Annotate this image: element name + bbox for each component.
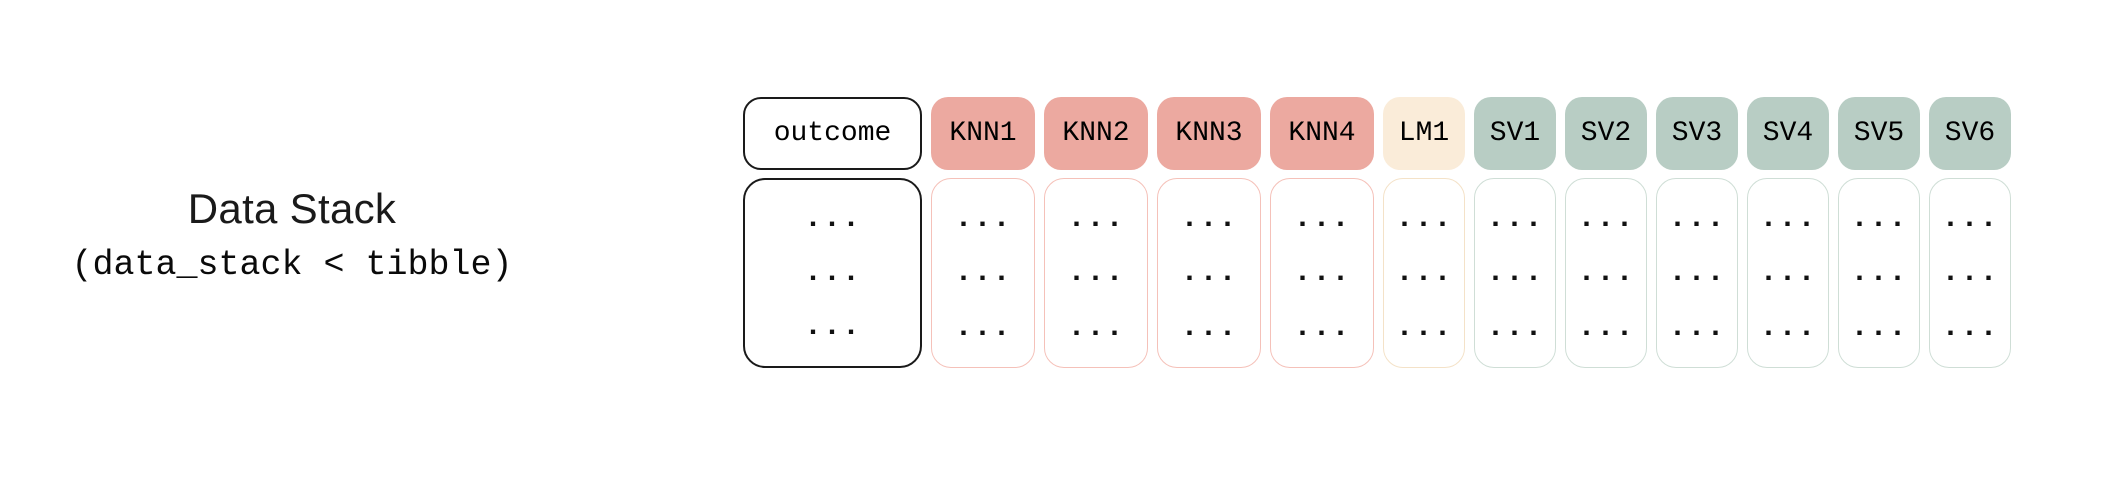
column-knn1: KNN1 ......... xyxy=(931,97,1035,368)
ellipsis-row: ... xyxy=(1759,256,1817,290)
ellipsis-row: ... xyxy=(803,202,861,236)
column-header-knn2: KNN2 xyxy=(1044,97,1148,170)
ellipsis-row: ... xyxy=(1850,201,1908,236)
column-header-knn1: KNN1 xyxy=(931,97,1035,170)
column-body-knn3: ......... xyxy=(1157,178,1261,368)
column-lm1: LM1 ......... xyxy=(1383,97,1465,368)
column-body-lm1: ......... xyxy=(1383,178,1465,368)
column-knn3: KNN3 ......... xyxy=(1157,97,1261,368)
column-body-knn1: ......... xyxy=(931,178,1035,368)
column-body-sv4: ......... xyxy=(1747,178,1829,368)
column-body-knn4: ......... xyxy=(1270,178,1374,368)
ellipsis-row: ... xyxy=(1486,256,1544,290)
data-stack-label: Data Stack (data_stack < tibble) xyxy=(62,185,522,286)
column-body-outcome: ......... xyxy=(743,178,922,368)
column-header-outcome: outcome xyxy=(743,97,922,170)
column-header-sv2: SV2 xyxy=(1565,97,1647,170)
column-outcome: outcome ......... xyxy=(743,97,922,368)
column-body-sv3: ......... xyxy=(1656,178,1738,368)
ellipsis-row: ... xyxy=(1941,310,1999,345)
ellipsis-row: ... xyxy=(1395,256,1453,290)
ellipsis-row: ... xyxy=(1850,256,1908,290)
ellipsis-row: ... xyxy=(1759,310,1817,345)
column-body-sv1: ......... xyxy=(1474,178,1556,368)
data-stack-title: Data Stack xyxy=(187,185,397,232)
ellipsis-row: ... xyxy=(1577,310,1635,345)
column-sv5: SV5 ......... xyxy=(1838,97,1920,368)
ellipsis-row: ... xyxy=(954,310,1012,345)
ellipsis-row: ... xyxy=(1941,256,1999,290)
column-sv3: SV3 ......... xyxy=(1656,97,1738,368)
ellipsis-row: ... xyxy=(1577,256,1635,290)
column-header-sv1: SV1 xyxy=(1474,97,1556,170)
column-sv6: SV6 ......... xyxy=(1929,97,2011,368)
ellipsis-row: ... xyxy=(1850,310,1908,345)
data-stack-code: (data_stack < tibble) xyxy=(71,245,513,286)
ellipsis-row: ... xyxy=(1486,310,1544,345)
ellipsis-row: ... xyxy=(1293,256,1351,290)
ellipsis-row: ... xyxy=(1067,201,1125,236)
ellipsis-row: ... xyxy=(1668,256,1726,290)
ellipsis-row: ... xyxy=(1759,201,1817,236)
ellipsis-row: ... xyxy=(1486,201,1544,236)
ellipsis-row: ... xyxy=(1067,310,1125,345)
column-header-knn4: KNN4 xyxy=(1270,97,1374,170)
ellipsis-row: ... xyxy=(803,310,861,344)
column-header-sv4: SV4 xyxy=(1747,97,1829,170)
ellipsis-row: ... xyxy=(1577,201,1635,236)
column-header-lm1: LM1 xyxy=(1383,97,1465,170)
column-knn4: KNN4 ......... xyxy=(1270,97,1374,368)
column-knn2: KNN2 ......... xyxy=(1044,97,1148,368)
column-sv2: SV2 ......... xyxy=(1565,97,1647,368)
ellipsis-row: ... xyxy=(803,256,861,290)
ellipsis-row: ... xyxy=(1180,256,1238,290)
ellipsis-row: ... xyxy=(1293,201,1351,236)
ellipsis-row: ... xyxy=(1395,201,1453,236)
column-body-sv5: ......... xyxy=(1838,178,1920,368)
column-header-sv3: SV3 xyxy=(1656,97,1738,170)
data-stack-table: outcome ......... KNN1 ......... KNN2 ..… xyxy=(743,97,2011,368)
column-header-sv5: SV5 xyxy=(1838,97,1920,170)
column-body-knn2: ......... xyxy=(1044,178,1148,368)
ellipsis-row: ... xyxy=(1668,310,1726,345)
ellipsis-row: ... xyxy=(1395,310,1453,345)
column-header-knn3: KNN3 xyxy=(1157,97,1261,170)
ellipsis-row: ... xyxy=(1668,201,1726,236)
ellipsis-row: ... xyxy=(954,201,1012,236)
column-sv4: SV4 ......... xyxy=(1747,97,1829,368)
column-header-sv6: SV6 xyxy=(1929,97,2011,170)
ellipsis-row: ... xyxy=(1941,201,1999,236)
column-sv1: SV1 ......... xyxy=(1474,97,1556,368)
ellipsis-row: ... xyxy=(954,256,1012,290)
column-body-sv2: ......... xyxy=(1565,178,1647,368)
ellipsis-row: ... xyxy=(1067,256,1125,290)
ellipsis-row: ... xyxy=(1293,310,1351,345)
ellipsis-row: ... xyxy=(1180,201,1238,236)
column-body-sv6: ......... xyxy=(1929,178,2011,368)
ellipsis-row: ... xyxy=(1180,310,1238,345)
